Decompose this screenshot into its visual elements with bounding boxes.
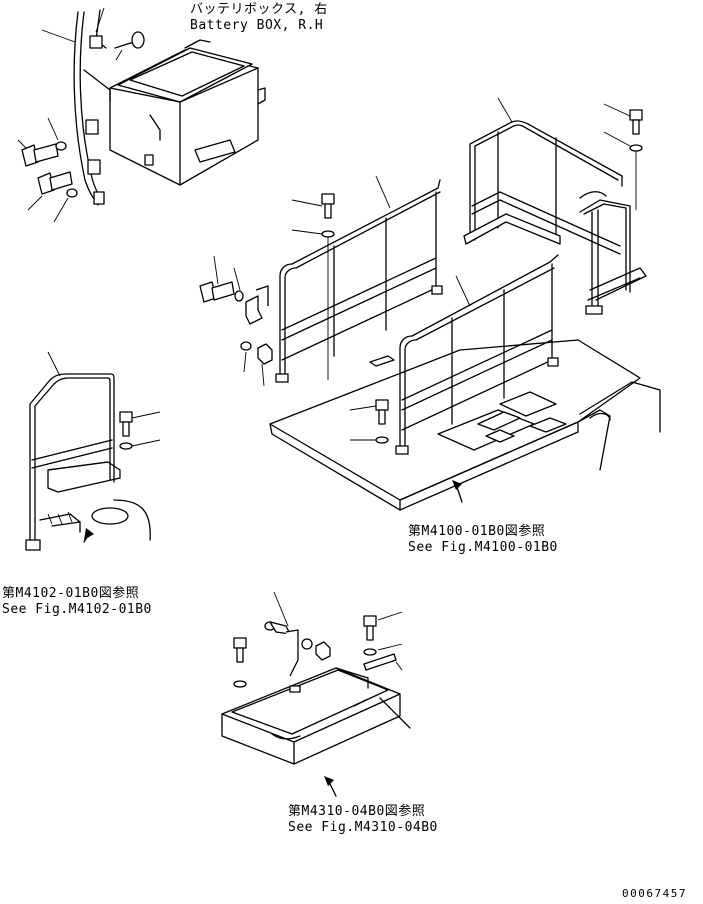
battery-box-label-en: Battery BOX, R.H [190,18,324,33]
floor-cover [221,667,411,765]
bolt-set-center [321,109,643,444]
bolt-set-left [21,141,78,198]
ref-label-m4100-jp: 第M4100-01B0図参照 [408,524,546,539]
battery-cable [73,9,145,206]
cover-hinge-parts [233,615,397,688]
handrail-front [395,254,559,455]
handrail-center [275,179,443,383]
ref-label-m4100-en: See Fig.M4100-01B0 [408,540,558,555]
leader-lines-center [213,97,631,503]
battery-box-label-jp: バッテリボックス, 右 [190,2,328,17]
leader-lines-battery [17,7,123,223]
bracket-set [199,281,273,365]
ref-label-m4102-jp: 第M4102-01B0図参照 [2,586,140,601]
leader-lines-cover [273,591,403,797]
step-handrail-left [25,373,151,551]
platform-deck [269,339,661,511]
ref-label-m4310-jp: 第M4310-04B0図参照 [288,804,426,819]
leader-lines-left [47,351,161,447]
ref-label-m4310-en: See Fig.M4310-04B0 [288,820,438,835]
handrail-rear [463,120,647,315]
ref-label-m4102-en: See Fig.M4102-01B0 [2,602,152,617]
drawing-number: 00067457 [622,887,687,900]
battery-box [109,39,266,186]
